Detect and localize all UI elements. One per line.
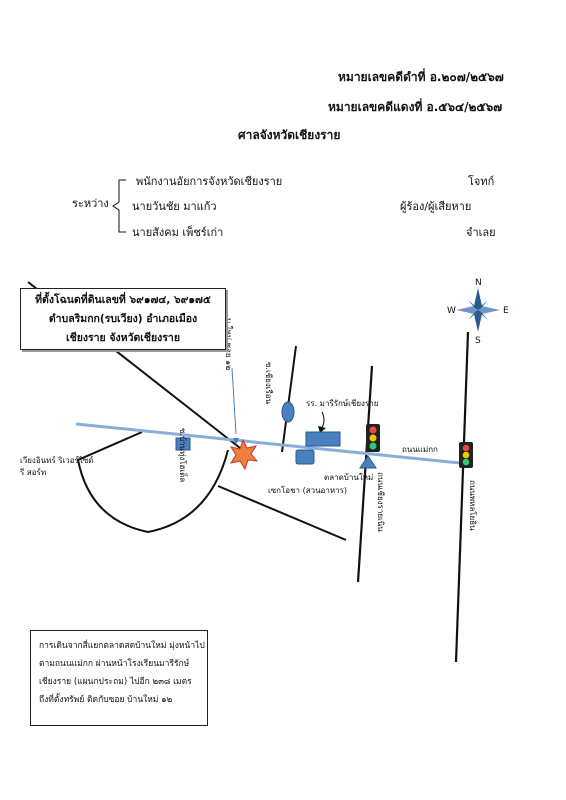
- compass-n: N: [475, 278, 482, 288]
- red-case-number: หมายเลขคดีแดงที่ อ.๕๖๔/๒๕๖๗: [328, 100, 503, 114]
- compass-w: W: [447, 306, 456, 316]
- black-case-number: หมายเลขคดีดำที่ อ.๒๐๗/๒๕๖๗: [338, 70, 504, 84]
- traffic-light-icon: [366, 424, 380, 452]
- chiangrai-noen-road: [356, 365, 374, 583]
- lower-diagonal-road: [217, 485, 347, 541]
- party-brace: [112, 179, 126, 233]
- label-seksi: เซกโอชา (สวนอาหาร): [268, 485, 347, 495]
- property-location-box: ที่ตั้งโฉนดที่ดินเลขที่ ๖๙๑๗๔, ๖๙๑๗๕ ตำบ…: [20, 288, 226, 350]
- market-marker: [359, 455, 377, 469]
- directions-line-4: ถึงที่ตั้งทรัพย์ ติดกับซอย บ้านใหม่ ๑๒: [39, 695, 173, 705]
- maekok-road: [75, 422, 471, 466]
- party-victim-name: นายวันชัย มาแก้ว: [132, 200, 217, 213]
- label-soi-chiangruen: ซ.เชียงเรือน: [264, 362, 273, 405]
- directions-box: การเดินจากสี่แยกตลาดสดบ้านใหม่ มุ่งหน้าไ…: [30, 630, 208, 726]
- label-chiangrai-noen: ถนนเชียงรายเนิน: [376, 472, 385, 532]
- soi-chiangruen-road: [281, 345, 297, 453]
- directions-line-3: เชียงราย (แผนกประถม) ไปอีก ๒๓๘ เมตร: [39, 677, 192, 687]
- phahonyothin-road: [454, 331, 470, 663]
- label-soi-bangsaen: ซ.บ้านทุ่งโฮเต็ล: [178, 428, 188, 482]
- property-star-icon: [229, 438, 259, 471]
- location-line-3: เชียงราย จังหวัดเชียงราย: [66, 332, 180, 344]
- seksi-marker: [295, 449, 315, 465]
- label-school: รร. มารีรักษ์เชียงราย: [306, 398, 378, 408]
- resort-marker: [175, 437, 191, 451]
- label-market: ตลาดบ้านใหม่: [324, 473, 373, 482]
- directions-line-2: ตามถนนแม่กก ผ่านหน้าโรงเรียนมารีรักษ์: [39, 659, 190, 669]
- school-marker: [305, 431, 341, 447]
- directions-line-1: การเดินจากสี่แยกตลาดสดบ้านใหม่ มุ่งหน้าไ…: [39, 641, 205, 651]
- compass-s: S: [475, 336, 481, 346]
- party-defendant-role: จำเลย: [466, 226, 496, 239]
- label-resort: เวียงอินทร์ ริเวอร์ไซด์ รี สอร์ท: [20, 456, 94, 477]
- compass-rose-icon: N S W E: [447, 278, 509, 346]
- court-name: ศาลจังหวัดเชียงราย: [238, 128, 341, 142]
- location-line-2: ตำบลริมกก(รบเวียง) อำเภอเมือง: [48, 313, 198, 325]
- label-maekok-road: ถนนแม่กก: [402, 445, 438, 454]
- traffic-light-icon-right: [459, 442, 473, 468]
- party-victim-role: ผู้ร้อง/ผู้เสียหาย: [400, 200, 472, 213]
- between-label: ระหว่าง: [72, 197, 109, 210]
- party-prosecutor-name: พนักงานอัยการจังหวัดเชียงราย: [136, 175, 283, 188]
- soi12-pointer: [231, 367, 237, 435]
- location-line-1: ที่ตั้งโฉนดที่ดินเลขที่ ๖๙๑๗๔, ๖๙๑๗๕: [35, 294, 211, 306]
- party-defendant-name: นายสังคม เพ็ชร์เก่า: [132, 226, 224, 239]
- soi-marker: [281, 401, 295, 423]
- party-prosecutor-role: โจทก์: [468, 175, 495, 188]
- curved-road: [76, 431, 229, 534]
- compass-e: E: [503, 306, 509, 316]
- label-soi12: บ.ใหม่ ซอย ๑๒: [224, 318, 233, 370]
- label-phahonyothin: ถนนพหลโยธิน: [468, 480, 478, 531]
